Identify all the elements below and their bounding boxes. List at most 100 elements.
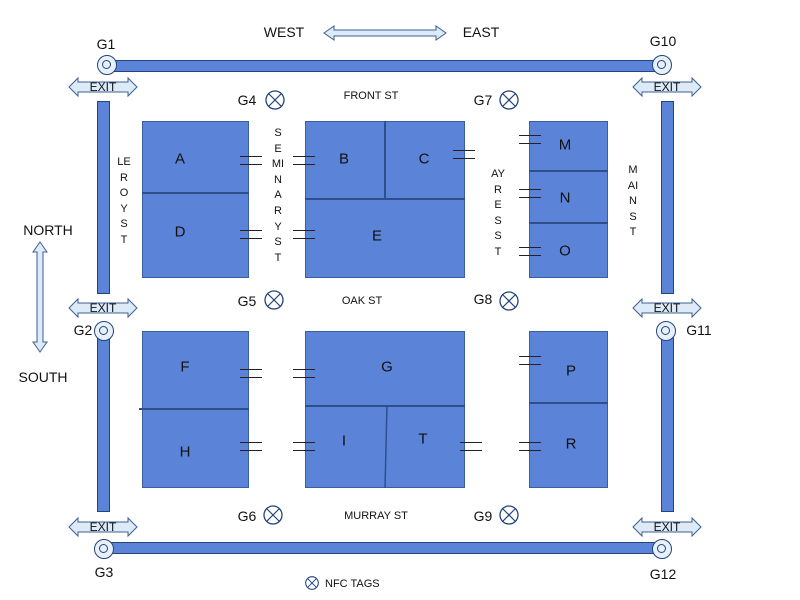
compass-south-label: SOUTH bbox=[18, 369, 68, 385]
east-west-arrow-icon bbox=[323, 25, 447, 41]
fence-left-upper bbox=[97, 101, 110, 294]
block-m-n-divider bbox=[529, 170, 608, 172]
block-b-c-divider bbox=[384, 121, 386, 199]
block-m-n-o bbox=[529, 121, 608, 278]
nfc-tag-icon-g7 bbox=[499, 90, 519, 110]
gate-post-g12 bbox=[652, 539, 672, 559]
north-south-arrow-icon bbox=[32, 241, 48, 353]
exit-arrow-icon bbox=[68, 297, 138, 319]
block-e-divider bbox=[305, 198, 465, 200]
entrance-marks-i bbox=[293, 442, 315, 458]
compass-west-label: WEST bbox=[263, 24, 305, 40]
exit-label: EXIT bbox=[89, 301, 117, 315]
exit-top-right: EXIT bbox=[632, 76, 702, 98]
gate-label-g11: G11 bbox=[686, 322, 712, 338]
entrance-marks-b-right bbox=[293, 156, 315, 172]
block-label-p: P bbox=[565, 362, 577, 380]
gate-post-g2 bbox=[94, 321, 114, 341]
exit-arrow-icon bbox=[632, 297, 702, 319]
exit-arrow-icon bbox=[68, 516, 138, 538]
block-label-m: M bbox=[558, 136, 572, 154]
entrance-marks-d bbox=[240, 230, 262, 246]
street-seminary: SEMINARY ST bbox=[271, 127, 285, 264]
gate-post-g3 bbox=[94, 539, 114, 559]
block-a-d bbox=[142, 121, 249, 278]
exit-label: EXIT bbox=[653, 80, 681, 94]
entrance-marks-h bbox=[240, 442, 262, 458]
gate-label-g10: G10 bbox=[649, 33, 677, 49]
nfc-label-g4: G4 bbox=[237, 92, 257, 108]
block-label-a: A bbox=[174, 150, 186, 168]
gate-post-g10 bbox=[652, 55, 672, 75]
fence-right-lower bbox=[661, 332, 674, 512]
gate-label-g1: G1 bbox=[96, 36, 116, 52]
legend-nfc-label: NFC TAGS bbox=[325, 578, 380, 590]
nfc-tag-icon-g8 bbox=[499, 291, 519, 311]
entrance-marks-a-left bbox=[240, 156, 262, 172]
block-label-h: H bbox=[179, 443, 191, 461]
nfc-tag-icon-g6 bbox=[263, 505, 283, 525]
fence-right-upper bbox=[661, 101, 674, 294]
exit-label: EXIT bbox=[653, 301, 681, 315]
compass-north-label: NORTH bbox=[23, 222, 73, 238]
block-label-f: F bbox=[180, 358, 190, 376]
block-f-h-divider bbox=[139, 408, 249, 410]
block-label-g: G bbox=[381, 358, 393, 376]
entrance-marks-t bbox=[460, 442, 482, 458]
nfc-label-g5: G5 bbox=[237, 293, 257, 309]
block-label-c: C bbox=[418, 150, 430, 168]
block-label-t: T bbox=[418, 430, 428, 448]
fence-bottom bbox=[104, 542, 664, 554]
entrance-marks-f bbox=[240, 369, 262, 385]
block-label-d: D bbox=[174, 223, 186, 241]
gate-post-g1 bbox=[97, 55, 117, 75]
nfc-tag-icon-g5 bbox=[264, 290, 284, 310]
block-p-r-divider bbox=[529, 402, 608, 404]
nfc-tag-icon-g9 bbox=[499, 505, 519, 525]
street-murray: MURRAY ST bbox=[344, 510, 408, 522]
entrance-marks-c bbox=[453, 150, 475, 166]
block-label-e: E bbox=[371, 227, 383, 245]
exit-label: EXIT bbox=[89, 520, 117, 534]
street-ayres: AYRES ST bbox=[491, 168, 505, 258]
block-label-n: N bbox=[559, 189, 571, 207]
nfc-label-g7: G7 bbox=[473, 92, 493, 108]
exit-arrow-icon bbox=[632, 76, 702, 98]
gate-label-g3: G3 bbox=[94, 564, 114, 580]
exit-middle-right: EXIT bbox=[632, 297, 702, 319]
exit-arrow-icon bbox=[632, 516, 702, 538]
block-label-r: R bbox=[565, 435, 577, 453]
street-front: FRONT ST bbox=[343, 90, 399, 102]
legend-nfc-icon bbox=[305, 576, 319, 590]
entrance-marks-r bbox=[519, 442, 541, 458]
fence-top bbox=[104, 60, 664, 72]
block-label-o: O bbox=[559, 242, 571, 260]
entrance-marks-m bbox=[519, 135, 541, 151]
entrance-marks-o bbox=[519, 247, 541, 263]
gate-label-g12: G12 bbox=[649, 566, 677, 582]
block-label-b: B bbox=[338, 150, 350, 168]
block-i-t-divider bbox=[384, 404, 388, 489]
gate-post-g11 bbox=[656, 321, 676, 341]
fence-left-lower bbox=[97, 332, 110, 512]
entrance-marks-n bbox=[519, 189, 541, 205]
exit-label: EXIT bbox=[653, 520, 681, 534]
exit-top-left: EXIT bbox=[68, 76, 138, 98]
street-main: MAIN ST bbox=[627, 164, 639, 239]
nfc-tag-icon-g4 bbox=[265, 90, 285, 110]
nfc-label-g9: G9 bbox=[473, 508, 493, 524]
nfc-label-g6: G6 bbox=[237, 508, 257, 524]
entrance-marks-p bbox=[519, 356, 541, 372]
exit-bottom-right: EXIT bbox=[632, 516, 702, 538]
exit-label: EXIT bbox=[89, 80, 117, 94]
block-p-r bbox=[529, 331, 608, 488]
block-f-h bbox=[142, 331, 249, 488]
exit-bottom-left: EXIT bbox=[68, 516, 138, 538]
street-oak: OAK ST bbox=[341, 295, 383, 307]
exit-middle-left: EXIT bbox=[68, 297, 138, 319]
block-n-o-divider bbox=[529, 222, 608, 224]
block-label-i: I bbox=[341, 432, 347, 450]
block-a-d-divider bbox=[142, 192, 249, 194]
nfc-label-g8: G8 bbox=[473, 291, 493, 307]
entrance-marks-g bbox=[293, 369, 315, 385]
